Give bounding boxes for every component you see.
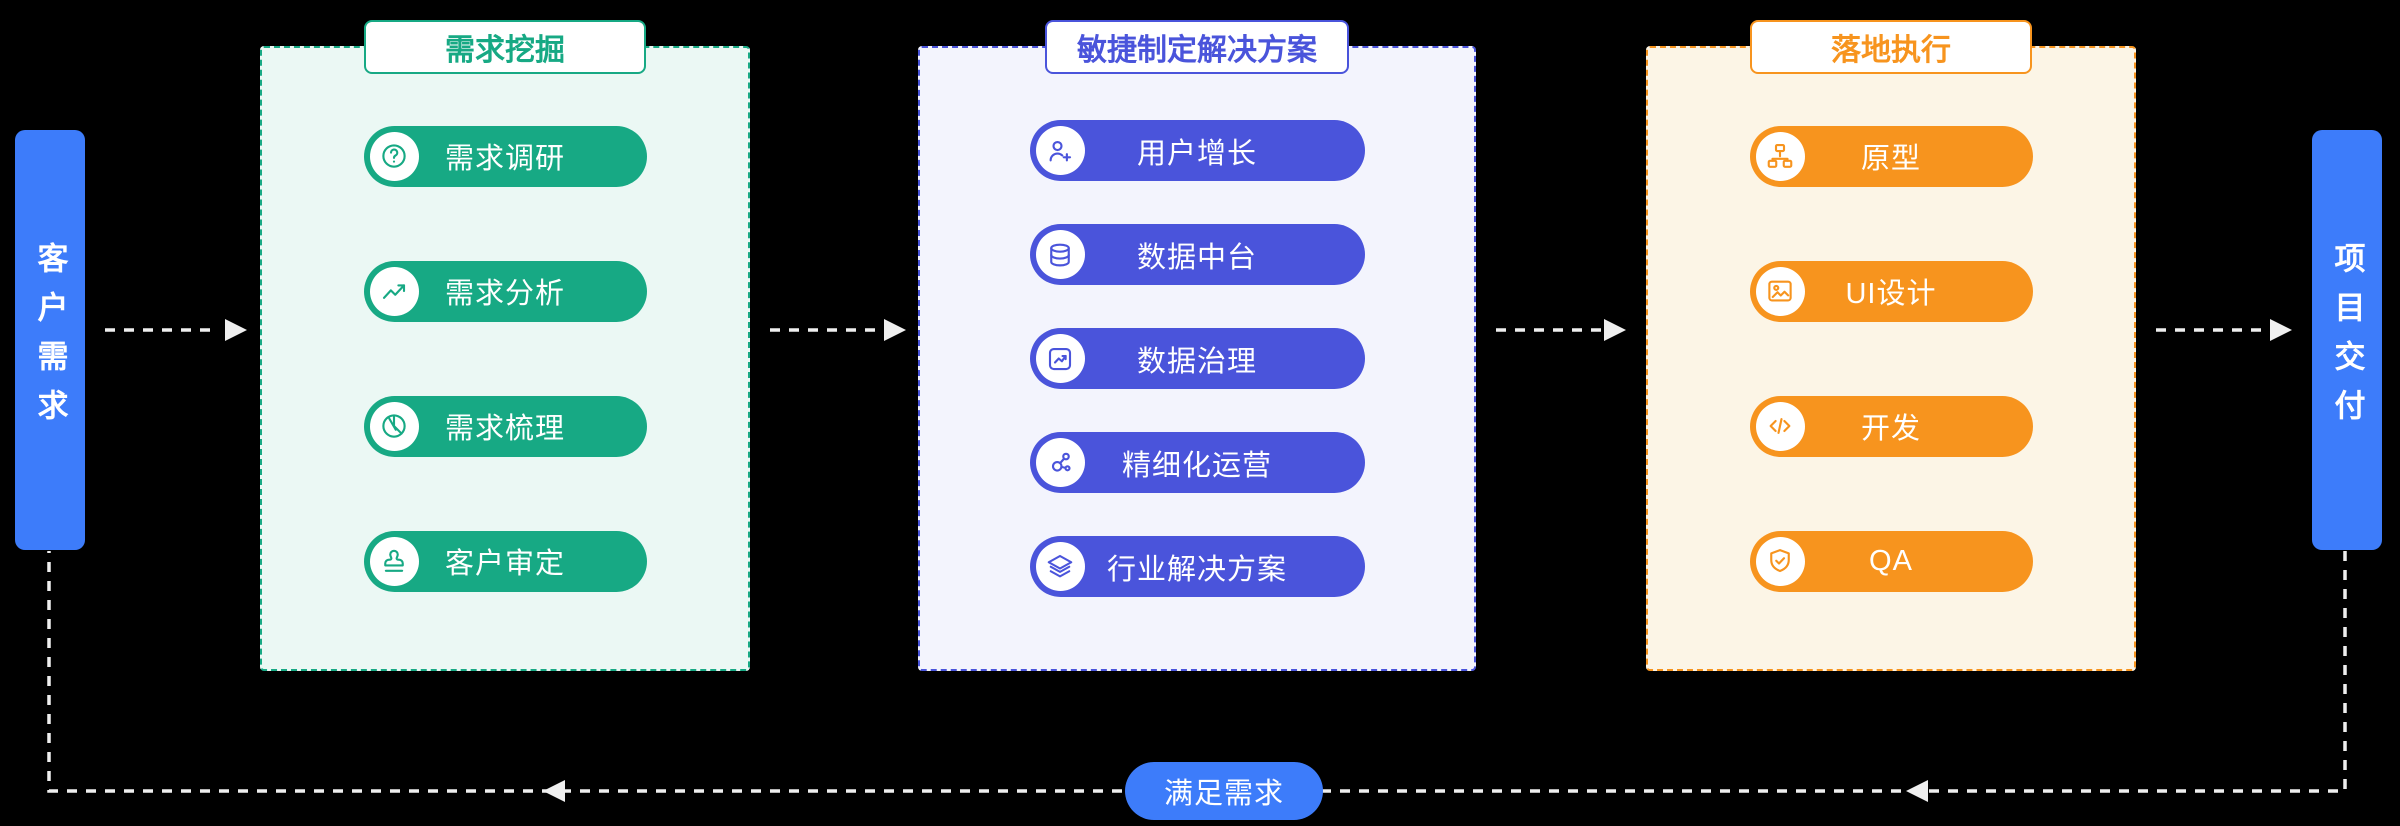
step-label: QA	[1869, 544, 1913, 577]
step-label: 开发	[1860, 413, 1921, 445]
arrowhead-right-2	[884, 319, 906, 341]
step-label: 需求调研	[444, 143, 565, 175]
step-label: 数据中台	[1136, 241, 1257, 274]
process-step-pill: 数据中台	[1029, 224, 1365, 285]
step-label: 需求梳理	[444, 413, 565, 445]
step-label: 原型	[1860, 143, 1921, 175]
database-icon	[1035, 230, 1085, 279]
arrowhead-right-4	[2270, 319, 2292, 341]
pie-chart-icon	[369, 401, 419, 451]
layers-icon	[1035, 542, 1085, 591]
panel-title: 落地执行	[1750, 20, 2032, 74]
step-label: 用户增长	[1136, 137, 1257, 170]
project-delivery-label: 项目交付	[2329, 242, 2365, 438]
panel-requirements-mining: 需求挖掘 需求调研 需求分析 需求梳理	[260, 20, 750, 671]
process-step-pill: 客户审定	[363, 530, 647, 592]
network-nodes-icon	[1035, 438, 1085, 487]
customer-requirements-label: 客户需求	[32, 242, 68, 438]
chart-board-icon	[1035, 334, 1085, 383]
arrowhead-right-1	[225, 319, 247, 341]
step-label: 数据治理	[1136, 345, 1257, 378]
feedback-pill: 满足需求	[1125, 762, 1323, 820]
step-label: 需求分析	[444, 278, 565, 310]
panel-items: 用户增长 数据中台 数据治理 精细化运营	[920, 48, 1474, 669]
step-label: UI设计	[1845, 278, 1937, 310]
user-growth-icon	[1035, 126, 1085, 175]
code-icon	[1755, 401, 1805, 451]
step-label: 客户审定	[444, 548, 565, 580]
panel-title: 需求挖掘	[364, 20, 646, 74]
project-delivery-node: 项目交付	[2312, 130, 2382, 550]
panel-items: 原型 UI设计 开发 QA	[1648, 48, 2134, 669]
question-circle-icon	[369, 131, 419, 181]
process-step-pill: 需求分析	[363, 260, 647, 322]
customer-requirements-node: 客户需求	[15, 130, 85, 550]
panel-implementation: 落地执行 原型 UI设计 开发	[1646, 20, 2136, 671]
process-step-pill: 原型	[1749, 125, 2033, 187]
process-step-pill: 行业解决方案	[1029, 536, 1365, 597]
arrowhead-left-2	[1906, 780, 1928, 802]
arrowhead-right-3	[1604, 319, 1626, 341]
process-step-pill: QA	[1749, 530, 2033, 592]
sitemap-icon	[1755, 131, 1805, 181]
panel-items: 需求调研 需求分析 需求梳理 客户审定	[262, 48, 748, 669]
image-icon	[1755, 266, 1805, 316]
step-label: 行业解决方案	[1106, 553, 1287, 586]
shield-check-icon	[1755, 536, 1805, 586]
process-step-pill: 数据治理	[1029, 328, 1365, 389]
process-step-pill: 精细化运营	[1029, 432, 1365, 493]
stamp-icon	[369, 536, 419, 586]
process-step-pill: 需求梳理	[363, 395, 647, 457]
process-step-pill: 需求调研	[363, 125, 647, 187]
arrowhead-left-1	[543, 780, 565, 802]
process-step-pill: UI设计	[1749, 260, 2033, 322]
line-chart-icon	[369, 266, 419, 316]
panel-agile-solution: 敏捷制定解决方案 用户增长 数据中台 数据治理	[918, 20, 1476, 671]
process-step-pill: 开发	[1749, 395, 2033, 457]
process-step-pill: 用户增长	[1029, 120, 1365, 181]
step-label: 精细化运营	[1121, 449, 1272, 482]
panel-title: 敏捷制定解决方案	[1045, 20, 1349, 74]
